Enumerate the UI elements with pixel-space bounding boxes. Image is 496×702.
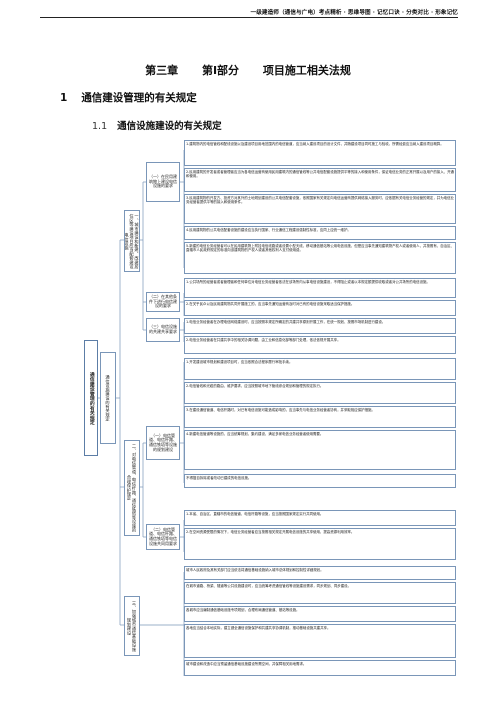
chapter-title: 第三章 第Ⅰ部分 项目施工相关法规 [0,62,496,78]
leaf-note: 2.民用建筑的开发者或者管理者应当为各电信运营商使用民用建筑内的通信管线等公共电… [184,168,456,192]
leaf-note: 城市人民政府及其有关部门应当依法将通信基础设施纳入城市总体规划和控制性详细规划。 [184,566,456,580]
leaf-note: 2.在空间资源受限的情况下，电信业务经营者应当按照相关规定开展电信设施的共享使用… [184,528,456,560]
level3-node: （二）在其他条件下进行电信建设的要求 [146,292,180,312]
leaf-note: 5.新建的电信业务经营者可以在民用建筑物上附挂电信线路或者设置小型天线、移动通信… [184,242,456,274]
section-heading-1-1: 1.1 通信设施建设的有关规定 [92,118,222,132]
leaf-note: 1.电信业务经营者在办理电信网络建设时，应当按照本规定所确定的共建共享原则开展工… [184,318,456,334]
level3-node: （二）电信管道、电信杆路、通信铁塔等电信设施共同用要求 [146,524,180,550]
leaf-note: 各城市应当编制通信基础设施专项规划，合理布局通信管道、基站等设施。 [184,606,456,622]
leaf-note: 1.本省、自治区、直辖市的电信管道、电信杆路等设施，应当按照国家规定实行共同使用… [184,510,456,526]
leaf-note: 城市建设和改造中应当预留通信基础设施建设所需空间，并保障相关用地需求。 [184,660,456,676]
leaf-note: 2.电信业务经营者在共建共享中的相关协调问题，由工业和信息化部等部门处理，依法依… [184,336,456,354]
leaf-note: 1.建筑物内的电信管线和配线设施以及建设项目用地范围内的电信管道，应当纳入建设项… [184,140,456,166]
leaf-note: 4.新建电信管道等设施的，应当统筹规划，集约建设，满足多家电信业务经营者使用需要… [184,430,456,470]
section-number: 1 [60,92,68,104]
section-heading-1: 1 通信建设管理的有关规定 [60,90,197,105]
running-header: 一级建造师（通信与广电）考点精析 · 思维导图 · 记忆口诀 · 分类对比 · … [250,10,458,16]
subsection-title: 通信设施建设的有关规定 [117,121,222,132]
leaf-note: 不得擅自拆除或者改动已建成的电信设施。 [184,474,456,488]
chapter-name: 项目施工相关法规 [262,64,351,77]
level3-node: （一）电信管道、电信杆路、通信铁塔等设施的规划建设 [146,426,180,460]
level1-node: 通信设施建设的有关规定 [100,352,116,444]
leaf-note: 2.在关乎民众以及民用建筑物共同开展施工的，应当事先通知运营商及时对已有的电信设… [184,300,456,316]
level3-node: （三）电信设施的共建共享要求 [146,318,180,342]
leaf-note: 1.开发建设城市规划和建设项目时，应当依照合法程序履行审批手续。 [184,358,456,380]
leaf-note: 1.公共场所的经营者或者管理者和任何单位对电信业务经营者依法在该场所内从事电信设… [184,278,456,298]
leaf-note: 在城市道路、桥梁、隧道等公共设施建设时，应当统筹考虑通信管线等设施建设需求，同步… [184,582,456,604]
section-title: 通信建设管理的有关规定 [81,92,197,104]
leaf-note: 4.民用建筑物的公共电信配套设施的建设应当执行国家、行业通信工程建设强制性标准，… [184,226,456,240]
chapter-label: 第三章 [145,64,179,77]
leaf-note: 各地应当结合本地实际，建立健全通信设施保护和共建共享协调机制，推动基础设施共建共… [184,624,456,658]
level2-node: 二、对电信管道、电信杆路、通信铁塔等设施的合理保护规定 [124,440,140,536]
header-rule [40,17,458,18]
level3-node: （一）在民用建筑物上建设电信设施的要求 [146,162,180,202]
root-node: 通信建设管理的有关规定 [84,340,98,456]
subsection-number: 1.1 [92,121,108,132]
leaf-note: 3.在建设通信管道、电信杆路时，对已有电信设施可能造成影响的，应当事先与电信业务… [184,406,456,428]
leaf-note: 3.民用建筑物的开发方、投资方对其外的土地规划建设的公共电信配套设施，依照国家有… [184,194,456,224]
part-label: 第Ⅰ部分 [201,64,240,77]
leaf-note: 2.电信管线和光缆的路由、维护要求，应当按照城市地下管线综合规划和管理的规定执行… [184,382,456,404]
level2-node: 一、城市建设和新建、改建居住区等建设项目应当配套建设电信设施 [124,210,140,272]
level2-node: 三、加强城市通信基础设施规划建设 [124,596,140,656]
